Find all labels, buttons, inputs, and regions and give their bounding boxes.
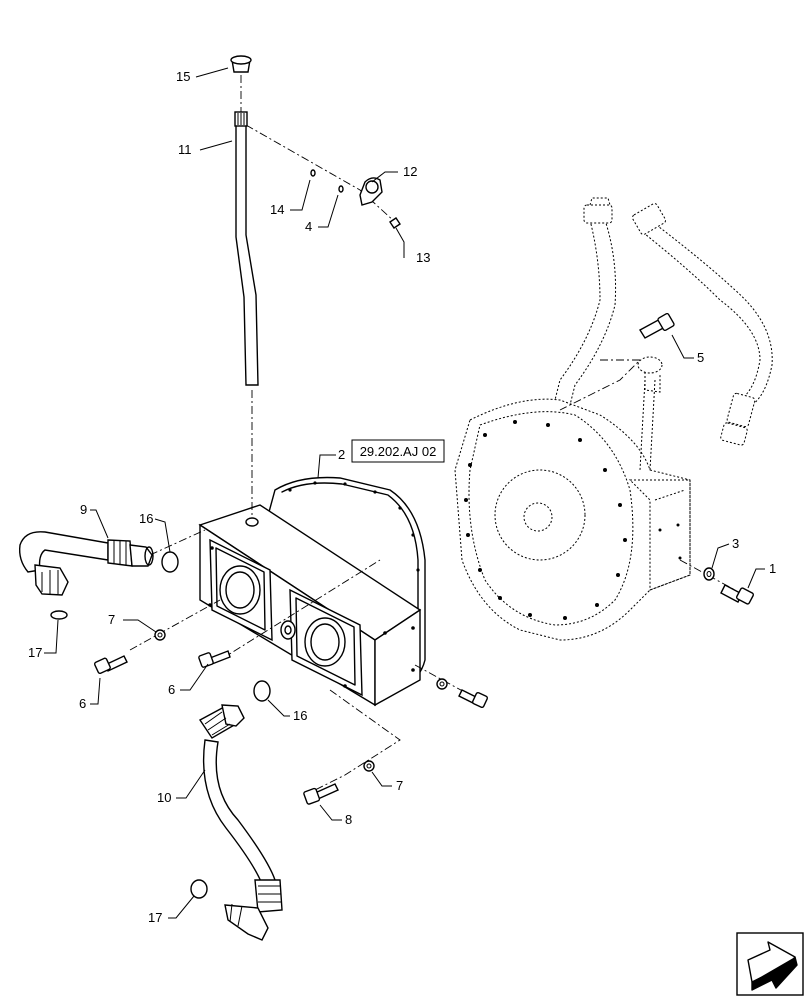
callout-16-lower: 16 [293,708,307,723]
phantom-cooler-hoses [554,197,773,446]
centerline-5 [559,359,642,411]
next-page-arrow-icon[interactable] [736,932,804,996]
centerline-lower-bolts [314,689,401,791]
callout-6-middle: 6 [168,682,175,697]
callout-16-upper: 16 [139,511,153,526]
washer-3 [703,567,715,581]
centerline-hose9 [149,529,206,556]
washer-7-left [154,629,166,641]
bolt-6-middle [198,650,231,668]
callout-15: 15 [176,69,190,84]
dipstick-cap-15 [230,55,252,73]
callout-2: 2 [338,447,345,462]
callout-3: 3 [732,536,739,551]
callout-14: 14 [270,202,284,217]
centerline-clamp [245,124,396,223]
o-ring-17-lower [190,879,208,899]
hose-10 [198,704,283,941]
reference-box[interactable]: 29.202.AJ 02 [351,439,445,463]
bolt-right [458,689,489,709]
callout-7-lower: 7 [396,778,403,793]
callout-11: 11 [178,142,192,157]
phantom-bolt-holes [464,420,627,620]
centerline-left-bolts [129,599,221,651]
callout-1: 1 [769,561,776,576]
callout-9: 9 [80,502,87,517]
o-ring-16-left [161,551,179,573]
callout-6-left: 6 [79,696,86,711]
washer-7-lower [363,760,375,772]
o-ring-16-lower [253,680,271,702]
hose-9 [18,531,154,596]
oil-cooler-housing [198,476,426,707]
dipstick-tube-11 [234,111,259,386]
callout-17-upper: 17 [28,645,42,660]
callout-17-lower: 17 [148,910,162,925]
washer-4 [338,185,344,193]
phantom-transmission-housing [454,356,691,641]
callout-12: 12 [403,164,417,179]
reference-label: 29.202.AJ 02 [360,444,437,459]
bolt-1 [720,584,754,605]
bolt-13 [389,217,401,229]
callout-10: 10 [157,790,171,805]
bolt-8 [303,783,339,805]
callout-8: 8 [345,812,352,827]
callout-13: 13 [416,250,430,265]
washer-right [436,678,448,690]
o-ring-17-left [50,610,68,620]
callout-7-upper: 7 [108,612,115,627]
washer-14 [310,169,316,177]
bolt-5 [639,312,675,339]
bolt-6-left [93,655,128,675]
callout-4: 4 [305,219,312,234]
clamp-12 [359,177,383,206]
leader-lines [44,67,765,919]
callout-5: 5 [697,350,704,365]
centerline-right-bolt [414,664,471,696]
